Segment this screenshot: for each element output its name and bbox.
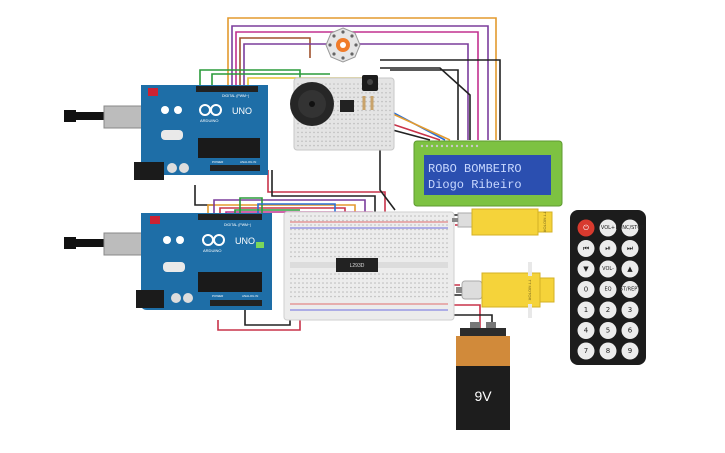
remote-button-power[interactable]: ⏻ (577, 219, 595, 237)
remote-label-vol-minus: VOL- (602, 266, 614, 272)
lcd-line-1: ROBO BOMBEIRO (428, 162, 522, 176)
arduino-1-header-analog: ANALOG IN (240, 160, 256, 164)
arduino-2-model: UNO (235, 236, 255, 246)
remote-button-eq[interactable]: EQ (599, 281, 617, 298)
remote-label-st-rept: ST/REPT (620, 287, 642, 293)
remote-button-func-stop[interactable]: FUNC/STOP (616, 219, 645, 237)
remote-button-one[interactable]: 1 (577, 301, 595, 319)
arduino-2-header-power: POWER (212, 294, 224, 298)
remote-button-six[interactable]: 6 (621, 322, 639, 339)
arduino-1-header-top: DIGITAL (PWM~) (222, 94, 249, 98)
battery-9v: 9V (456, 322, 510, 430)
remote-button-up[interactable]: ▲ (621, 260, 639, 278)
motor-2-label: TT MOTOR (528, 280, 533, 301)
remote-button-seven[interactable]: 7 (577, 342, 595, 360)
transistor (340, 100, 354, 112)
arduino-board-2: UNO ARDUINO DIGITAL (PWM~) POWER ANALOG … (64, 213, 272, 310)
driver-chip-label: L293D (350, 263, 365, 269)
remote-label-down: ▼ (583, 265, 589, 273)
remote-button-two[interactable]: 2 (599, 301, 617, 319)
remote-button-nine[interactable]: 9 (621, 342, 639, 360)
arduino-1-header-power: POWER (212, 160, 224, 164)
remote-label-play: ⏯ (605, 245, 611, 253)
piezo-buzzer (290, 82, 334, 126)
remote-button-five[interactable]: 5 (599, 322, 617, 339)
arduino-2-header-analog: ANALOG IN (242, 294, 258, 298)
remote-button-vol-plus[interactable]: VOL+ (599, 219, 617, 237)
battery-label: 9V (474, 388, 492, 404)
dc-motor-2: TT MOTOR (456, 262, 555, 318)
ir-receiver (362, 75, 378, 91)
lcd-display: ROBO BOMBEIRO Diogo Ribeiro (413, 140, 563, 207)
remote-button-next[interactable]: ⏭ (621, 240, 639, 257)
resistors (362, 96, 374, 110)
remote-label-six: 6 (628, 327, 633, 335)
remote-button-st-rept[interactable]: ST/REPT (620, 281, 642, 298)
remote-label-up: ▲ (627, 265, 633, 273)
arduino-board-1: UNO ARDUINO DIGITAL (PWM~) POWER ANALOG … (64, 85, 268, 180)
lcd-line-2: Diogo Ribeiro (428, 178, 522, 192)
remote-label-five: 5 (606, 327, 610, 335)
remote-button-down[interactable]: ▼ (577, 260, 595, 278)
remote-button-zero[interactable]: 0 (577, 281, 595, 298)
remote-label-power: ⏻ (583, 224, 589, 232)
remote-button-three[interactable]: 3 (621, 301, 639, 319)
arduino-1-model: UNO (232, 106, 252, 116)
arduino-1-logo-icon (199, 104, 222, 116)
arduino-2-logo-icon (202, 234, 225, 246)
motor-1-label: TT MOTOR (543, 212, 548, 233)
remote-button-prev[interactable]: ⏮ (577, 240, 595, 257)
ir-remote: ⏻ VOL+FUNC/STOP ⏮ ⏯ ⏭ ▼ VOL- ▲ 0 EQ ST/REPT 1 2 3 4 5 6 7… (570, 210, 646, 365)
remote-button-vol-minus[interactable]: VOL- (599, 260, 617, 278)
remote-label-vol-plus: VOL+ (601, 225, 615, 231)
remote-label-two: 2 (606, 306, 610, 314)
remote-label-next: ⏭ (627, 245, 634, 253)
remote-button-four[interactable]: 4 (577, 322, 595, 339)
remote-label-one: 1 (584, 306, 588, 314)
arduino-2-brand: ARDUINO (203, 248, 221, 253)
remote-label-four: 4 (584, 327, 589, 335)
remote-label-three: 3 (628, 306, 632, 314)
motor-driver-chip: L293D (336, 258, 378, 272)
remote-label-nine: 9 (628, 347, 632, 355)
remote-label-prev: ⏮ (583, 245, 589, 253)
remote-button-play[interactable]: ⏯ (599, 240, 617, 257)
remote-label-func-stop: FUNC/STOP (616, 225, 645, 231)
flame-sensor (325, 27, 361, 63)
remote-button-eight[interactable]: 8 (599, 342, 617, 360)
remote-label-eight: 8 (606, 347, 610, 355)
dc-motor-1: TT MOTOR (452, 208, 553, 236)
remote-label-eq: EQ (604, 287, 611, 293)
arduino-2-header-top: DIGITAL (PWM~) (224, 223, 251, 227)
remote-label-zero: 0 (584, 286, 588, 294)
arduino-1-brand: ARDUINO (200, 118, 218, 123)
remote-label-seven: 7 (584, 347, 588, 355)
